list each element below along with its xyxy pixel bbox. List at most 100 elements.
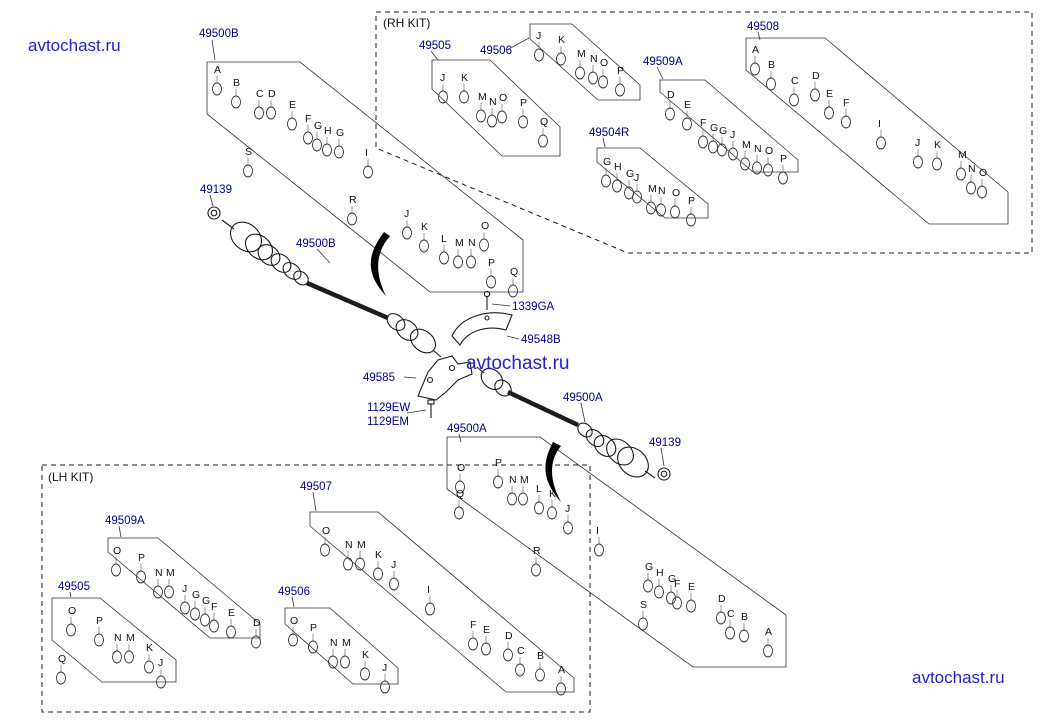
part-number-49500b[interactable]: 49500B (199, 28, 239, 40)
part-glyph (725, 626, 735, 640)
part-number-49139[interactable]: 49139 (200, 184, 232, 196)
part-glyph (453, 255, 463, 269)
letter-label: M (958, 149, 967, 161)
letter-label: G (314, 120, 322, 132)
part-glyph (598, 75, 608, 89)
part-glyph (328, 655, 338, 669)
letter-label: D (268, 88, 276, 100)
part-glyph (419, 239, 429, 253)
letter-label: M (166, 567, 175, 579)
letter-label: P (310, 622, 317, 634)
part-number-49504r[interactable]: 49504R (589, 127, 629, 139)
part-number-1129ew[interactable]: 1129EW (367, 402, 410, 414)
part-glyph (111, 563, 121, 577)
part-glyph (876, 136, 886, 150)
part-number-49506[interactable]: 49506 (278, 586, 310, 598)
part-glyph (466, 255, 476, 269)
part-glyph (56, 671, 66, 685)
letter-label: D (253, 617, 261, 629)
part-number-49139[interactable]: 49139 (649, 437, 681, 449)
part-glyph (841, 115, 851, 129)
letter-label: E (228, 607, 235, 619)
leader-line (316, 248, 331, 264)
letter-label: K (461, 72, 468, 84)
letter-label: E (483, 624, 490, 636)
leader-line (312, 491, 317, 512)
bolt-1129-drawing (427, 399, 435, 418)
part-glyph (518, 115, 528, 129)
leader-line (69, 591, 72, 598)
letter-label: O (290, 615, 298, 627)
letter-label: F (843, 97, 849, 109)
group-outline-49508-rh (745, 37, 1009, 225)
rh-kit-outline (375, 11, 1033, 254)
part-number-49500a[interactable]: 49500A (447, 423, 487, 435)
letter-label: G (719, 125, 727, 137)
part-glyph (638, 617, 648, 631)
leader-line (660, 447, 665, 467)
part-number-49585[interactable]: 49585 (363, 372, 395, 384)
part-number-49509a[interactable]: 49509A (643, 56, 683, 68)
assembly-arrow-right (545, 442, 561, 502)
letter-label: E (826, 88, 833, 100)
part-glyph (534, 48, 544, 62)
part-number-49500b[interactable]: 49500B (296, 238, 336, 250)
leader-line (291, 596, 295, 608)
part-glyph (515, 663, 525, 677)
letter-label: O (600, 57, 608, 69)
part-glyph (209, 619, 219, 633)
part-glyph (360, 667, 370, 681)
leader-line (118, 525, 122, 538)
part-glyph (932, 157, 942, 171)
letter-label: F (470, 619, 476, 631)
part-number-49507[interactable]: 49507 (300, 481, 332, 493)
letter-label: N (345, 539, 353, 551)
letter-label: M (478, 91, 487, 103)
part-glyph (439, 251, 449, 265)
part-number-1339ga[interactable]: 1339GA (512, 301, 555, 313)
letter-label: A (752, 44, 759, 56)
letter-label: D (505, 630, 513, 642)
rh-kit-label: (RH KIT) (383, 16, 430, 30)
letter-label: C (256, 88, 264, 100)
letter-label: O (765, 145, 773, 157)
letter-label: G (668, 573, 676, 585)
part-glyph (824, 106, 834, 120)
letter-label: Q (510, 266, 518, 278)
part-number-49506[interactable]: 49506 (480, 45, 512, 57)
part-number-49505[interactable]: 49505 (419, 40, 451, 52)
lh-kit-outline (41, 464, 591, 713)
leader-line (491, 303, 511, 307)
part-number-49509a[interactable]: 49509A (105, 515, 145, 527)
part-number-1129em[interactable]: 1129EM (367, 416, 409, 428)
letter-label: I (878, 118, 881, 130)
part-number-49505[interactable]: 49505 (58, 581, 90, 593)
letter-label: B (741, 611, 748, 623)
letter-label: I (365, 147, 368, 159)
part-glyph (763, 163, 773, 177)
group-outline-49506-lh (284, 607, 399, 685)
part-glyph (913, 155, 923, 169)
group-outline-49507-lh (309, 511, 575, 693)
letter-label: F (700, 117, 706, 129)
kit-boxes-layer: (RH KIT)(LH KIT) (41, 11, 1033, 713)
letter-label: J (634, 172, 639, 184)
part-number-49508[interactable]: 49508 (747, 21, 779, 33)
letter-label: J (730, 129, 735, 141)
letter-label: J (565, 503, 570, 515)
letter-label: O (322, 525, 330, 537)
part-glyph (355, 557, 365, 571)
letter-label: C (791, 75, 799, 87)
part-number-49500a[interactable]: 49500A (563, 392, 603, 404)
part-glyph (459, 90, 469, 104)
part-glyph (670, 205, 680, 219)
part-number-49548b[interactable]: 49548B (521, 334, 561, 346)
part-glyph (124, 650, 134, 664)
letter-label: J (915, 137, 920, 149)
group-outline-49505-lh (51, 597, 177, 683)
part-glyph (144, 660, 154, 674)
part-glyph (468, 637, 478, 651)
